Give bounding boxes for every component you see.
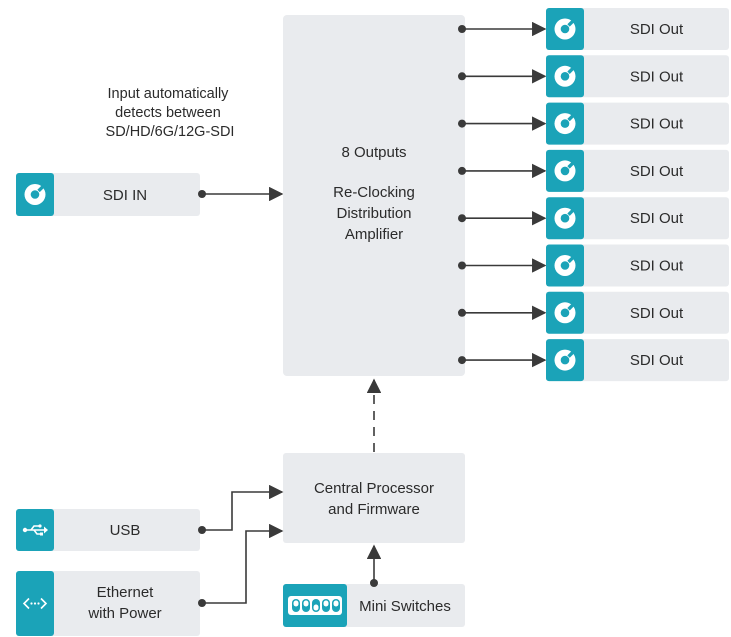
sdi-out-label: SDI Out — [630, 352, 684, 369]
input-note-line-2: detects between — [115, 105, 221, 121]
amplifier-label-line-2: Distribution — [336, 205, 411, 222]
amplifier-label-line-3: Amplifier — [345, 226, 403, 243]
input-note-line-1: Input automatically — [108, 86, 230, 102]
sdi-output-3: SDI Out — [458, 102, 729, 145]
usb-connection — [202, 484, 284, 531]
sdi-output-7: SDI Out — [458, 291, 729, 334]
output-box — [546, 197, 729, 240]
sdi-out-label: SDI Out — [630, 305, 684, 322]
bnc-connector-icon — [554, 302, 576, 324]
usb-block: USB — [16, 509, 200, 551]
output-node — [458, 214, 466, 223]
usb-node — [198, 526, 206, 534]
output-box — [546, 8, 729, 50]
bnc-connector-icon — [554, 349, 576, 371]
sdi-output-5: SDI Out — [458, 197, 729, 240]
sdi-output-2: SDI Out — [458, 55, 729, 98]
output-box — [546, 339, 729, 382]
bnc-connector-icon — [554, 18, 576, 40]
sdi-out-label: SDI Out — [630, 68, 684, 85]
output-box — [546, 102, 729, 145]
processor-label-line-1: Central Processor — [314, 480, 434, 497]
output-box — [546, 244, 729, 287]
output-node — [458, 72, 466, 81]
sdi-output-4: SDI Out — [458, 149, 729, 192]
bnc-connector-icon — [554, 160, 576, 182]
bnc-connector-icon — [554, 65, 576, 87]
output-node — [458, 119, 466, 128]
input-note: Input automatically detects between SD/H… — [106, 86, 235, 140]
ethernet-connection — [202, 523, 284, 604]
processor-label-line-2: and Firmware — [328, 501, 420, 518]
amplifier-block: 8 Outputs Re-Clocking Distribution Ampli… — [283, 15, 465, 376]
output-node — [458, 25, 466, 33]
output-node — [458, 356, 466, 365]
amplifier-outputs-label: 8 Outputs — [341, 144, 406, 161]
sdi-out-label: SDI Out — [630, 258, 684, 275]
output-box — [546, 55, 729, 98]
usb-label: USB — [110, 522, 141, 539]
output-box — [546, 291, 729, 334]
sdi-out-label: SDI Out — [630, 21, 684, 38]
ethernet-node — [198, 599, 206, 607]
mini-switches-node — [370, 579, 378, 587]
sdi-output-8: SDI Out — [458, 339, 729, 382]
bnc-connector-icon — [554, 255, 576, 276]
output-node — [458, 166, 466, 175]
ethernet-block: Ethernet with Power — [16, 571, 200, 636]
output-node — [458, 261, 466, 270]
sdi-in-block: SDI IN — [16, 173, 200, 216]
sdi-in-label: SDI IN — [103, 187, 147, 204]
central-processor-block: Central Processor and Firmware — [283, 453, 465, 543]
bnc-connector-icon — [554, 207, 576, 229]
ethernet-label-line-1: Ethernet — [97, 584, 155, 601]
input-node — [198, 190, 206, 198]
bnc-connector-icon — [24, 184, 46, 205]
mini-switches-label: Mini Switches — [359, 598, 451, 615]
mini-switches-block: Mini Switches — [283, 584, 465, 627]
sdi-out-label: SDI Out — [630, 116, 684, 133]
sdi-out-label: SDI Out — [630, 163, 684, 180]
sdi-output-6: SDI Out — [458, 244, 729, 287]
sdi-out-label: SDI Out — [630, 210, 684, 227]
sdi-output-1: SDI Out — [458, 8, 729, 50]
ethernet-icon — [22, 597, 48, 610]
ethernet-label-line-2: with Power — [87, 605, 161, 622]
bnc-connector-icon — [554, 113, 576, 135]
output-box — [546, 149, 729, 192]
amplifier-label-line-1: Re-Clocking — [333, 184, 415, 201]
input-note-line-3: SD/HD/6G/12G-SDI — [106, 124, 235, 140]
dip-switch-icon — [288, 596, 342, 615]
usb-icon — [22, 524, 48, 536]
output-node — [458, 308, 466, 317]
